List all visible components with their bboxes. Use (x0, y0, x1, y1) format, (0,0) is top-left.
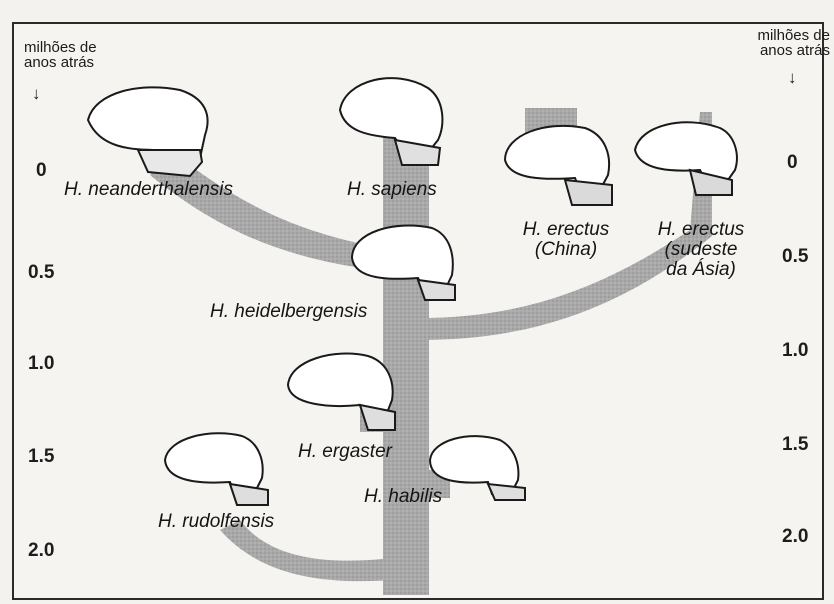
ergaster-label: H. ergaster (298, 442, 392, 462)
right-tick-0-5: 0.5 (782, 246, 808, 268)
habilis-label: H. habilis (364, 487, 442, 507)
left-axis-title-line2: anos atrás (24, 55, 97, 70)
left-tick-2-0: 2.0 (28, 540, 54, 562)
heidelbergensis-label: H. heidelbergensis (210, 302, 367, 322)
right-tick-1-5: 1.5 (782, 434, 808, 456)
erectus-asia-label-line1: H. erectus (636, 220, 766, 240)
left-tick-0: 0 (36, 160, 47, 182)
right-tick-0: 0 (787, 152, 798, 174)
left-tick-1-0: 1.0 (28, 353, 54, 375)
rudolfensis-skull (165, 433, 268, 505)
sapiens-label: H. sapiens (347, 180, 437, 200)
left-down-arrow-icon: ↓ (32, 84, 41, 104)
erectus-asia-label: H. erectus (sudeste da Ásia) (636, 220, 766, 280)
erectus-china-label-line2: (China) (506, 240, 626, 260)
right-axis-title-line2: anos atrás (698, 43, 830, 58)
erectus-asia-skull (635, 122, 737, 195)
right-tick-2-0: 2.0 (782, 526, 808, 548)
erectus-asia-label-line3: da Ásia) (636, 260, 766, 280)
rudolfensis-label: H. rudolfensis (158, 512, 274, 532)
left-tick-0-5: 0.5 (28, 262, 54, 284)
right-axis-title: milhões de anos atrás (698, 28, 830, 58)
left-axis-title-line1: milhões de (24, 40, 97, 55)
right-down-arrow-icon: ↓ (788, 68, 797, 88)
neanderthalensis-skull (88, 87, 208, 176)
neanderthalensis-label: H. neanderthalensis (64, 180, 233, 200)
left-tick-1-5: 1.5 (28, 446, 54, 468)
erectus-asia-label-line2: (sudeste (636, 240, 766, 260)
erectus-china-label-line1: H. erectus (506, 220, 626, 240)
erectus-china-label: H. erectus (China) (506, 220, 626, 260)
left-axis-title: milhões de anos atrás (24, 40, 97, 70)
erectus-china-skull (505, 126, 612, 205)
right-tick-1-0: 1.0 (782, 340, 808, 362)
ergaster-skull (288, 354, 395, 430)
right-axis-title-line1: milhões de (698, 28, 830, 43)
